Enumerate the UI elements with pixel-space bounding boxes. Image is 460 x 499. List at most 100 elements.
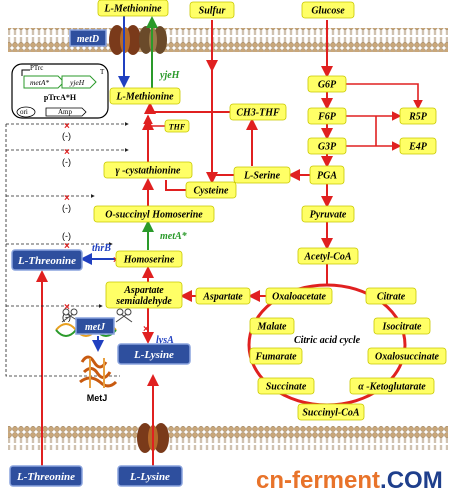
node-label: Fumarate (254, 352, 297, 363)
plasmid-name: pTrcA*H (44, 93, 77, 102)
node-label: semialdehyde (115, 296, 172, 307)
node-l-methionine-top: L-Methionine (97, 0, 169, 17)
node-label: Aspartate (123, 285, 164, 296)
node-gamma-cystathionine: γ -cystathionine (103, 161, 193, 179)
node-oxaloacetate: Oxaloacetate (265, 287, 333, 305)
node-o-succinyl-homoserine: O-succinyl Homoserine (93, 205, 215, 223)
node-sulfur: Sulfur (189, 1, 235, 19)
metJ-box (75, 317, 115, 335)
node-l-threonine-bottom: L-Threonine (9, 465, 83, 487)
node-f6p: F6P (307, 107, 347, 125)
svg-text:×: × (64, 193, 70, 204)
node-label: Citrate (377, 292, 406, 303)
node-oxalosuccinate: Oxalosuccinate (367, 347, 447, 365)
svg-text:(-): (-) (62, 157, 71, 167)
metJ-label: metJ (85, 322, 106, 333)
node-label: Malate (257, 322, 287, 333)
svg-text:T: T (100, 68, 105, 76)
node-label: Oxaloacetate (272, 292, 326, 303)
watermark: cn-ferment.com (256, 467, 443, 494)
node-pga: PGA (309, 165, 345, 185)
node-malate: Malate (249, 317, 295, 335)
node-label: G6P (318, 80, 337, 91)
node-g3p: G3P (307, 137, 347, 155)
citric-acid-cycle-label: Citric acid cycle (294, 335, 361, 346)
node-label: G3P (318, 142, 337, 153)
metD-label: metD (77, 34, 99, 45)
svg-text:(-): (-) (62, 231, 71, 241)
node-label: L-Serine (243, 171, 281, 182)
node-homoserine: Homoserine (115, 250, 183, 268)
svg-text:×: × (143, 324, 149, 335)
node-label: Isocitrate (382, 322, 422, 333)
svg-text:×: × (64, 121, 70, 132)
node-fumarate: Fumarate (249, 347, 303, 365)
node-label: L-Lysine (129, 471, 170, 483)
node-l-threonine-mid: L-Threonine (11, 249, 83, 271)
watermark-bg (252, 458, 457, 496)
plasmid-circle-icon: PTrc metA* yjeH T pTrcA*H ori Amp (11, 63, 109, 119)
feedback-regulation-lines (5, 122, 129, 377)
metj-protein-label: MetJ (87, 393, 108, 403)
node-label: Succinate (266, 382, 307, 393)
node-label: Pyruvate (310, 210, 347, 221)
node-pyruvate: Pyruvate (301, 205, 355, 223)
svg-text:PTrc: PTrc (30, 64, 43, 72)
svg-text:(-): (-) (62, 312, 71, 322)
node-label: E4P (408, 142, 428, 153)
node-aspartate: Aspartate (195, 287, 251, 305)
node-ch3-thf: CH3-THF (229, 103, 287, 121)
svg-text:yjeH: yjeH (69, 78, 85, 87)
thrB-gene-label: thrB (92, 243, 111, 254)
bottom-membrane (8, 426, 448, 450)
node-label: THF (169, 123, 186, 132)
scissors-icon (61, 308, 133, 323)
node-label: Glucose (311, 6, 345, 17)
node-succinyl-coa: Succinyl-CoA (297, 403, 365, 421)
node-label: Cysteine (194, 186, 230, 197)
node-label: L-Methionine (103, 4, 162, 15)
node-isocitrate: Isocitrate (373, 317, 431, 335)
node-r5p: R5P (399, 107, 437, 125)
metj-protein-ribbon-icon (79, 355, 118, 388)
node-succinate: Succinate (257, 377, 315, 395)
node-label: Acetyl-CoA (303, 252, 352, 263)
node-citrate: Citrate (365, 287, 417, 305)
svg-text:Amp: Amp (58, 108, 73, 116)
svg-text:×: × (64, 147, 70, 158)
node-l-methionine-mid: L-Methionine (109, 87, 181, 105)
yjeH-gene-label: yjeH (159, 70, 181, 81)
node-cysteine: Cysteine (185, 181, 237, 199)
svg-text:×: × (64, 302, 70, 313)
node-label: R5P (408, 112, 428, 123)
svg-text:metA*: metA* (30, 78, 49, 87)
metD-box (69, 29, 107, 47)
node-label: γ -cystathionine (116, 166, 182, 177)
node-l-lysine-mid: L-Lysine (117, 343, 191, 365)
node-label: α -Ketoglutarate (358, 382, 426, 393)
lysA-gene-label: lysA (156, 335, 174, 346)
node-alpha-ketoglutarate: α -Ketoglutarate (349, 377, 435, 395)
node-e4p: E4P (399, 137, 437, 155)
node-glucose: Glucose (301, 1, 355, 19)
metA-star-gene-label: metA* (160, 231, 188, 242)
node-label: L-Threonine (16, 471, 75, 483)
svg-text:ori: ori (20, 108, 28, 116)
node-label: Succinyl-CoA (302, 408, 360, 419)
node-label: L-Lysine (133, 349, 174, 361)
node-label: L-Threonine (17, 255, 76, 267)
svg-text:×: × (64, 241, 70, 252)
node-label: O-succinyl Homoserine (105, 210, 203, 221)
node-g6p: G6P (307, 75, 347, 93)
svg-text:(-): (-) (62, 203, 71, 213)
node-label: Sulfur (199, 6, 226, 17)
node-label: PGA (317, 171, 337, 182)
node-label: F6P (317, 112, 337, 123)
node-label: Oxalosuccinate (375, 352, 439, 363)
svg-text:(-): (-) (62, 131, 71, 141)
node-l-lysine-bottom: L-Lysine (117, 465, 183, 487)
node-label: L-Methionine (115, 92, 174, 103)
node-label: Aspartate (202, 292, 243, 303)
